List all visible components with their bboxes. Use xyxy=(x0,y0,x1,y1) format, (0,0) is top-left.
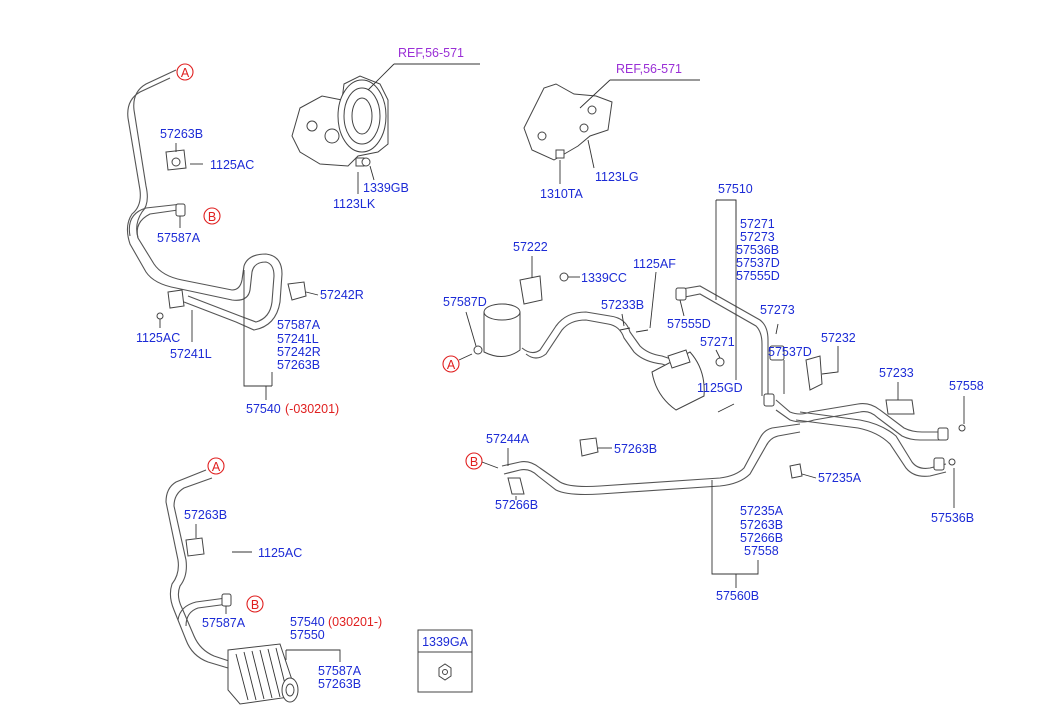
group-57560b: 57235A 57263B 57266B 57558 xyxy=(711,480,784,588)
part-1125ac: 1125AC xyxy=(258,546,302,560)
part-57242r: 57242R xyxy=(320,288,364,302)
callout-letter: A xyxy=(212,460,221,474)
part-1123lk: 1123LK xyxy=(333,197,376,211)
ref-label: REF,56-571 xyxy=(398,46,464,60)
part-57263b: 57263B xyxy=(160,127,203,141)
callout-b-upper: B xyxy=(203,207,221,225)
part-57587a: 57587A xyxy=(157,231,201,245)
callout-b-lower: B xyxy=(246,595,264,613)
part-label: 57587A xyxy=(318,664,362,678)
callout-b-right: B xyxy=(465,452,483,470)
part-57241l: 57241L xyxy=(170,347,212,361)
date-note: (-030201) xyxy=(285,402,339,416)
ref-label: REF,56-571 xyxy=(616,62,682,76)
part-label: 57241L xyxy=(277,332,319,346)
part-57540: 57540 xyxy=(290,615,325,629)
group-57510: 57271 57273 57536B 57537D 57555D xyxy=(736,217,780,283)
callout-letter: A xyxy=(447,358,456,372)
callout-a-upper: A xyxy=(176,63,194,81)
ref-label-pump: REF,56-571 xyxy=(367,46,480,91)
part-57233: 57233 xyxy=(879,366,914,380)
part-1125ac: 1125AC xyxy=(210,158,254,172)
part-label: 57266B xyxy=(740,531,783,545)
part-1125af: 1125AF xyxy=(633,257,676,271)
part-1310ta: 1310TA xyxy=(540,187,584,201)
part-label: 57242R xyxy=(277,345,321,359)
part-57263b: 57263B xyxy=(184,508,227,522)
part-label: 57235A xyxy=(740,504,784,518)
part-57550: 57550 xyxy=(290,628,325,642)
lower-return-line xyxy=(501,423,803,496)
part-1339gb: 1339GB xyxy=(363,181,409,195)
ref-label-bracket: REF,56-571 xyxy=(579,62,700,109)
box-label: 1339GA xyxy=(422,635,469,649)
part-label: 57271 xyxy=(740,217,775,231)
part-1125gd: 1125GD xyxy=(697,381,743,395)
part-label: 57536B xyxy=(736,243,779,257)
part-label: 57555D xyxy=(736,269,780,283)
power-steering-pump xyxy=(291,75,389,167)
part-label: 57263B xyxy=(740,518,783,532)
upper-left-hose-assembly xyxy=(126,69,307,331)
part-57587d: 57587D xyxy=(443,295,487,309)
callout-a-right: A xyxy=(442,355,460,373)
part-57510: 57510 xyxy=(718,182,753,196)
part-57266b: 57266B xyxy=(495,498,538,512)
part-57555d: 57555D xyxy=(667,317,711,331)
part-57560b: 57560B xyxy=(716,589,759,603)
callout-letter: B xyxy=(470,455,478,469)
part-label: 57263B xyxy=(277,358,320,372)
callout-letter: B xyxy=(208,210,216,224)
lower-left-cooler-assembly xyxy=(165,469,299,705)
part-1123lg: 1123LG xyxy=(595,170,639,184)
part-box-1339ga: 1339GA xyxy=(417,629,473,693)
group-57550: 57540 (030201-) 57550 57587A 57263B xyxy=(285,615,382,691)
part-57558: 57558 xyxy=(949,379,984,393)
part-57244a: 57244A xyxy=(486,432,530,446)
part-57222: 57222 xyxy=(513,240,548,254)
part-label: 57263B xyxy=(318,677,361,691)
group-57540-upper: 57587A 57241L 57242R 57263B 57540 (-0302… xyxy=(243,270,339,416)
reservoir-bracket xyxy=(523,83,613,169)
callout-letter: A xyxy=(181,66,190,80)
part-57587a: 57587A xyxy=(202,616,246,630)
part-57263b: 57263B xyxy=(614,442,657,456)
part-label: 57558 xyxy=(744,544,779,558)
part-1125ac: 1125AC xyxy=(136,331,180,345)
part-57540: 57540 xyxy=(246,402,281,416)
part-57273: 57273 xyxy=(760,303,795,317)
part-57235a: 57235A xyxy=(818,471,862,485)
part-57537d: 57537D xyxy=(768,345,812,359)
part-label: 57273 xyxy=(740,230,775,244)
part-57536b: 57536B xyxy=(931,511,974,525)
part-57233b: 57233B xyxy=(601,298,644,312)
callout-letter: B xyxy=(251,598,259,612)
date-note: (030201-) xyxy=(328,615,382,629)
part-57232: 57232 xyxy=(821,331,856,345)
callout-a-lower: A xyxy=(207,457,225,475)
part-label: 57537D xyxy=(736,256,780,270)
part-label: 57587A xyxy=(277,318,321,332)
reservoir-and-lines xyxy=(483,272,966,477)
part-1339cc: 1339CC xyxy=(581,271,627,285)
part-57271: 57271 xyxy=(700,335,735,349)
